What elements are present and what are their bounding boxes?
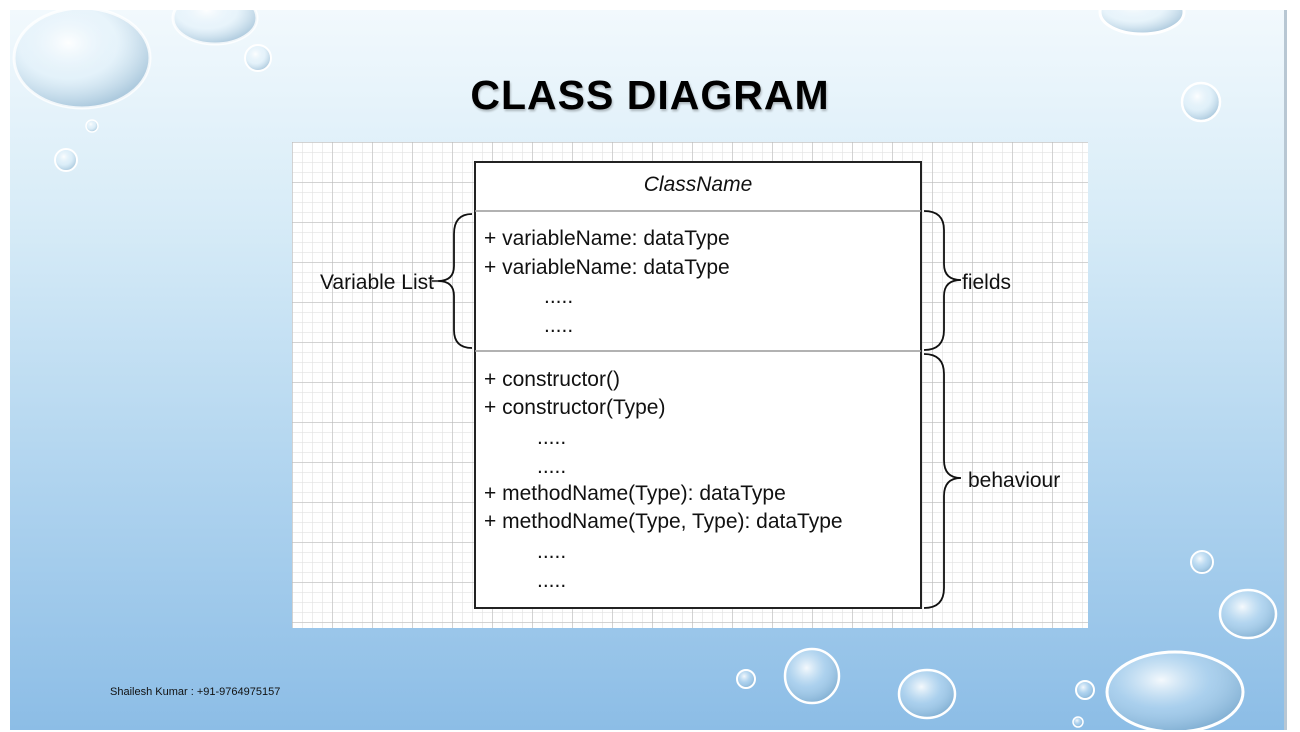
method-item: + methodName(Type): dataType xyxy=(484,482,786,505)
drop-small xyxy=(1072,716,1084,728)
drop-top-left-medium xyxy=(171,10,259,46)
method-item: + methodName(Type, Type): dataType xyxy=(484,510,843,533)
footer-author: Shailesh Kumar : +91-9764975157 xyxy=(110,686,281,698)
field-item: + variableName: dataType xyxy=(484,256,730,279)
method-item: ..... xyxy=(537,455,566,478)
field-item: + variableName: dataType xyxy=(484,227,730,250)
right-brace-methods xyxy=(923,353,962,609)
drop-small xyxy=(85,119,99,133)
left-brace-fields xyxy=(437,213,473,349)
methods-list: + constructor() + constructor(Type) ....… xyxy=(484,368,843,592)
fields-label: fields xyxy=(962,271,1011,294)
field-item: ..... xyxy=(544,314,573,337)
method-item: ..... xyxy=(537,426,566,449)
method-item: ..... xyxy=(537,569,566,592)
drop-bottom-medium xyxy=(783,647,841,705)
right-brace-fields xyxy=(923,210,962,351)
drop-small xyxy=(736,669,756,689)
slide-title: CLASS DIAGRAM xyxy=(470,72,830,118)
drop-bottom-medium xyxy=(897,668,957,720)
drop-top-right xyxy=(1098,10,1186,36)
uml-class-diagram-panel: ClassName + variableName: dataType + var… xyxy=(292,142,1088,628)
uml-class-diagram: ClassName + variableName: dataType + var… xyxy=(320,161,1060,609)
behaviour-label: behaviour xyxy=(968,469,1060,492)
drop-small xyxy=(1190,550,1214,574)
method-item: + constructor() xyxy=(484,368,620,391)
drop-bottom-right-large xyxy=(1105,650,1245,730)
class-name: ClassName xyxy=(644,173,753,196)
drop-right-medium xyxy=(1218,588,1278,640)
drop-small xyxy=(54,148,78,172)
field-item: ..... xyxy=(544,285,573,308)
variable-list-label: Variable List xyxy=(320,271,434,294)
fields-list: + variableName: dataType + variableName:… xyxy=(484,227,730,337)
method-item: ..... xyxy=(537,540,566,563)
drop-small xyxy=(1075,680,1095,700)
class-box xyxy=(474,161,922,609)
method-item: + constructor(Type) xyxy=(484,396,665,419)
drop-small xyxy=(244,44,272,72)
slide: CLASS DIAGRAM ClassName + variableName: … xyxy=(10,10,1287,730)
